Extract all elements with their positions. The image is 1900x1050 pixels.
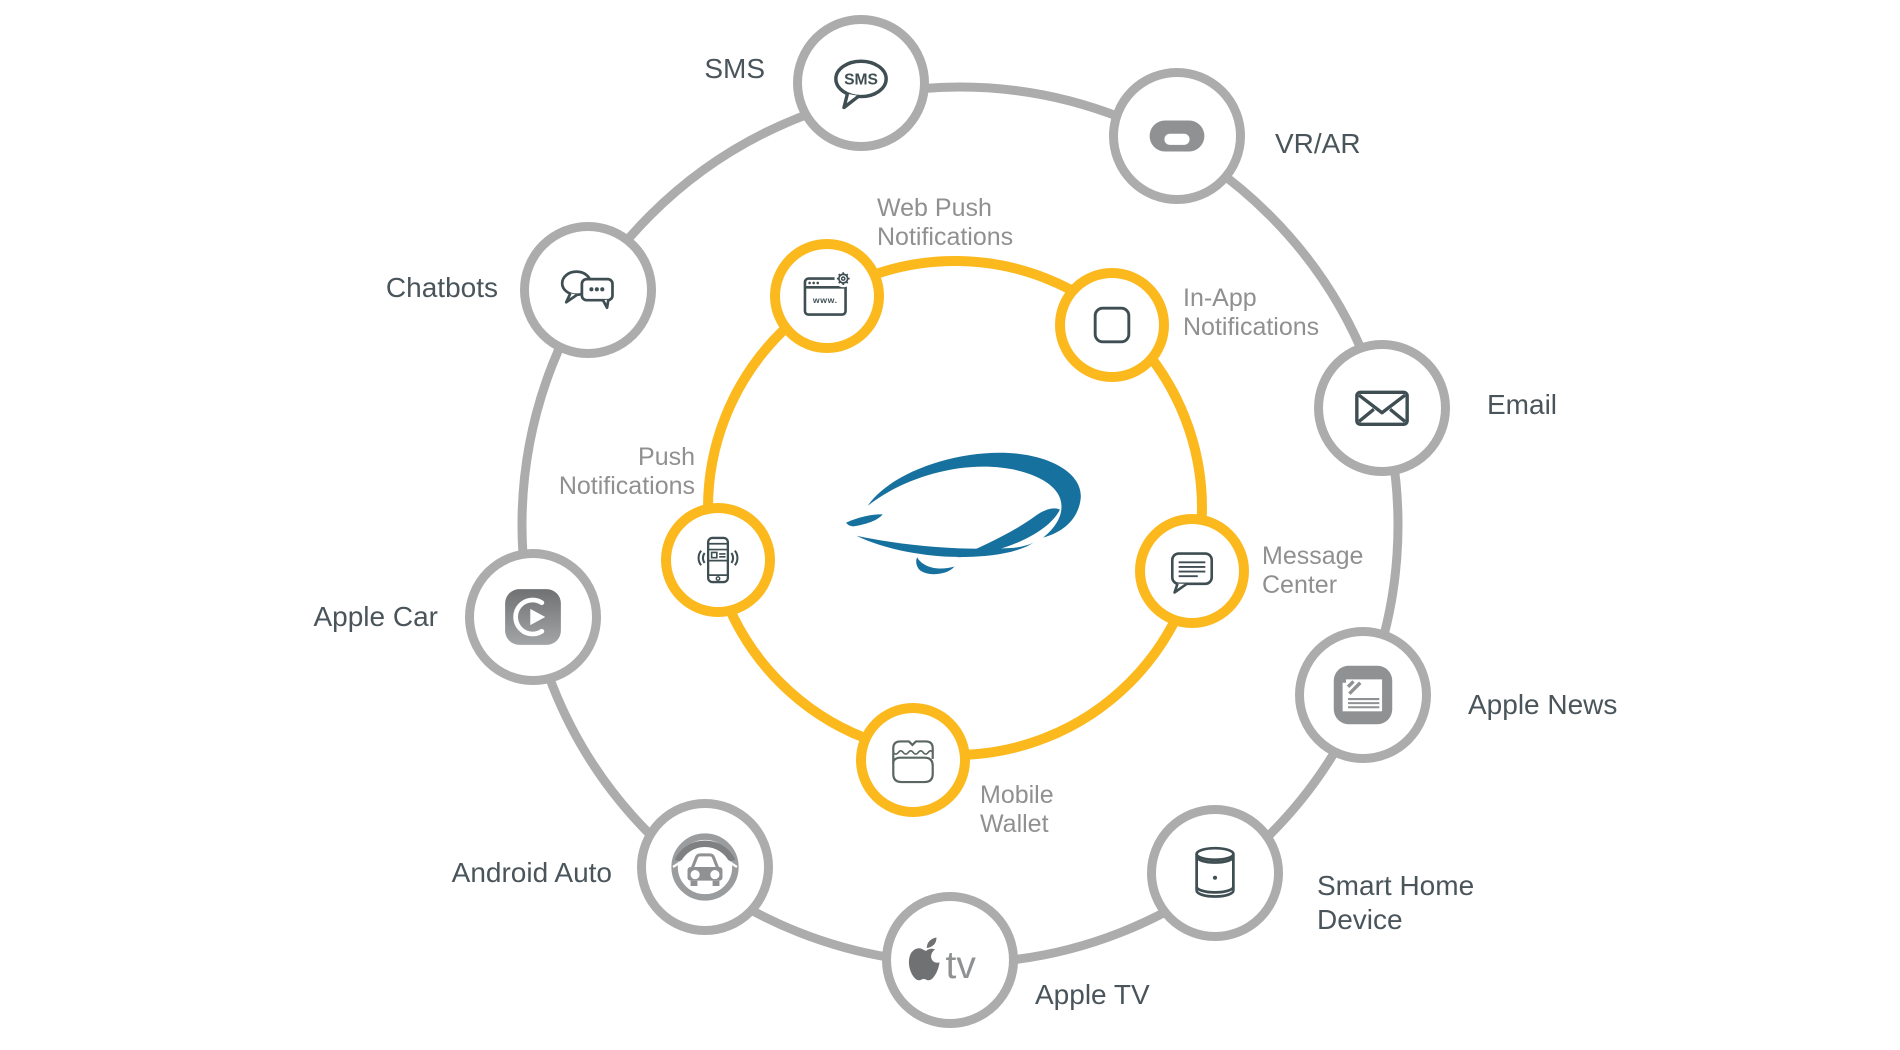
carplay-icon bbox=[505, 589, 561, 645]
node-android-auto bbox=[637, 799, 773, 935]
sms-bubble-icon: SMS bbox=[834, 59, 888, 110]
node-email bbox=[1314, 340, 1450, 476]
phone-alert-icon bbox=[697, 536, 739, 584]
label-sms: SMS bbox=[704, 53, 765, 84]
label-push-notifications: Push Notifications bbox=[558, 443, 695, 500]
label-in-app: In-App Notifications bbox=[1183, 284, 1320, 341]
node-mobile-wallet bbox=[856, 703, 970, 817]
node-push-notifications bbox=[661, 503, 775, 617]
node-web-push: www. bbox=[770, 239, 884, 353]
apple-tv-icon: tv bbox=[908, 937, 977, 987]
node-sms: SMS bbox=[793, 15, 929, 151]
rounded-square-icon bbox=[1093, 306, 1131, 344]
node-apple-news bbox=[1295, 627, 1431, 763]
wallet-icon bbox=[892, 740, 934, 784]
apple-tv-icon-text: tv bbox=[946, 944, 977, 987]
label-email: Email bbox=[1487, 389, 1558, 420]
chat-bubbles-icon bbox=[560, 270, 614, 310]
envelope-icon bbox=[1355, 390, 1409, 427]
node-chatbots bbox=[520, 222, 656, 358]
node-vr-ar bbox=[1109, 68, 1245, 204]
vr-headset-icon bbox=[1149, 120, 1205, 152]
node-apple-tv: tv bbox=[882, 892, 1018, 1028]
label-smart-home: Smart Home Device bbox=[1317, 870, 1475, 935]
label-apple-news: Apple News bbox=[1468, 689, 1618, 720]
sms-icon-text: SMS bbox=[844, 71, 878, 88]
label-message-center: Message Center bbox=[1262, 542, 1364, 599]
smart-speaker-icon bbox=[1195, 846, 1235, 898]
label-mobile-wallet: Mobile Wallet bbox=[980, 781, 1054, 838]
label-android-auto: Android Auto bbox=[451, 857, 612, 888]
node-message-center bbox=[1135, 514, 1249, 628]
airship-blimp-logo bbox=[846, 452, 1081, 575]
apple-news-icon bbox=[1333, 665, 1393, 725]
browser-gear-icon: www. bbox=[803, 269, 852, 316]
message-list-icon bbox=[1170, 552, 1214, 594]
label-vr-ar: VR/AR bbox=[1275, 128, 1361, 159]
label-chatbots: Chatbots bbox=[385, 272, 498, 303]
label-apple-car: Apple Car bbox=[313, 601, 438, 632]
android-auto-icon bbox=[671, 833, 739, 901]
label-apple-tv: Apple TV bbox=[1035, 979, 1150, 1010]
browser-icon-text: www. bbox=[812, 295, 838, 305]
node-smart-home bbox=[1147, 805, 1283, 941]
label-web-push: Web Push Notifications bbox=[877, 194, 1014, 251]
node-apple-car bbox=[465, 549, 601, 685]
node-in-app bbox=[1055, 268, 1169, 382]
